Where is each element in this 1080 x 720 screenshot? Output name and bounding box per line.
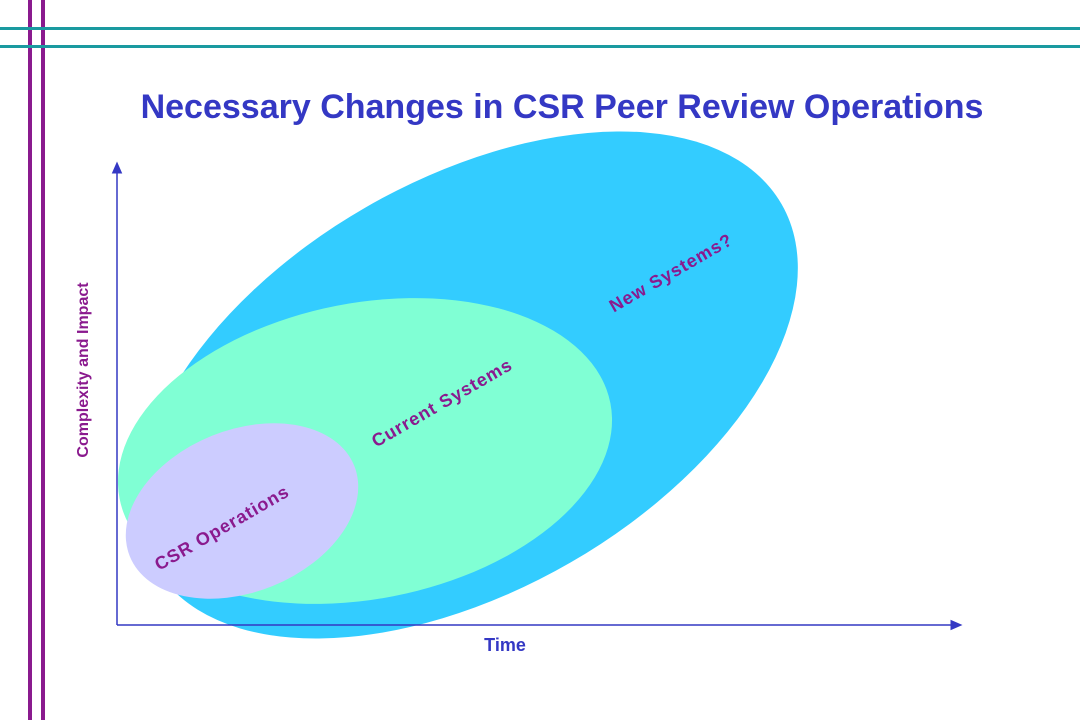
frame-horizontal-line-2 — [0, 45, 1080, 48]
frame-vertical-line-2 — [41, 0, 45, 720]
frame-horizontal-line-1 — [0, 27, 1080, 30]
ellipse-csr-operations — [125, 423, 359, 599]
y-axis-label: Complexity and Impact — [75, 282, 92, 458]
page-title: Necessary Changes in CSR Peer Review Ope… — [140, 88, 984, 126]
frame-vertical-line-1 — [28, 0, 32, 720]
x-axis-label: Time — [484, 635, 526, 655]
